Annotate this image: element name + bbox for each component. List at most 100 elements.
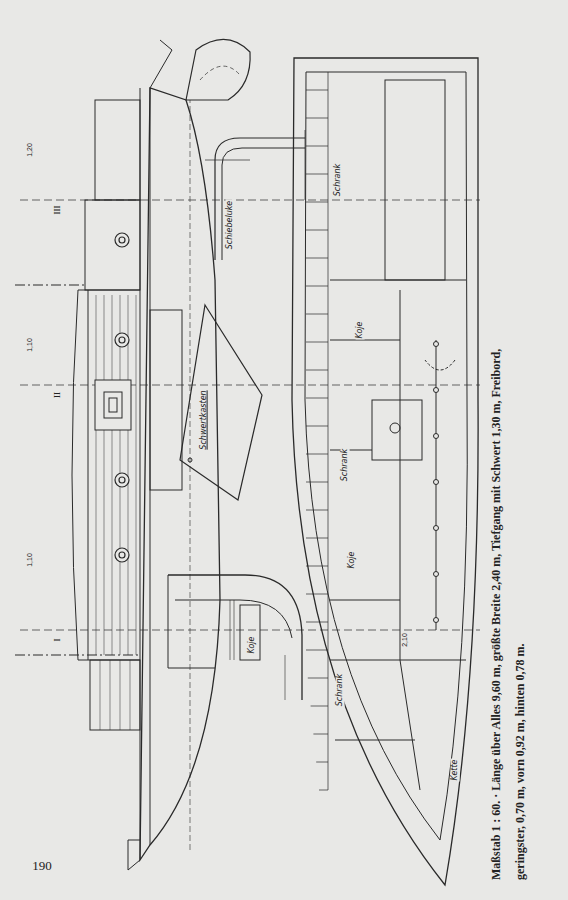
plan-line: [330, 450, 372, 451]
plan-line: [136, 295, 137, 655]
plan-line: [434, 572, 439, 577]
dimension: 1,10: [26, 552, 34, 568]
room-label: Koje: [356, 321, 365, 340]
plan-line: [20, 200, 480, 630]
plan-line: [88, 290, 89, 660]
plan-line: [306, 538, 328, 539]
plan-line: [313, 734, 328, 735]
plan-line: [330, 290, 400, 660]
plan-line: [306, 454, 328, 455]
section-mark: III: [53, 205, 63, 216]
plan-line: [215, 138, 305, 260]
plan-line: [306, 202, 328, 203]
plan-line: [306, 258, 328, 259]
plan-line: [385, 80, 445, 280]
part-label: Schiebeluke: [226, 200, 235, 251]
caption: Maßstab 1 : 60. · Länge über Alles 9,60 …: [484, 320, 532, 880]
plan-line: [306, 370, 328, 371]
plan-line: [175, 600, 292, 638]
plan-line: [425, 360, 455, 370]
plan-line: [119, 337, 125, 343]
plan-line: [95, 100, 140, 200]
plan-line: [15, 285, 85, 286]
plan-line: [434, 342, 439, 347]
plan-line: [306, 426, 328, 427]
plan-line: [306, 650, 328, 651]
plan-line: [305, 72, 467, 840]
plan-line: [328, 72, 329, 790]
plan-line: [306, 90, 328, 790]
plan-line: [96, 295, 97, 655]
plan-line: [20, 385, 480, 386]
plan-line: [110, 660, 111, 730]
plan-line: [119, 237, 125, 243]
plan-line: [180, 305, 262, 500]
plan-line: [306, 594, 328, 595]
room-label: Schrank: [334, 163, 343, 197]
plan-line: [186, 39, 250, 100]
plan-line: [15, 655, 140, 656]
plan-line: [115, 473, 129, 487]
plan-line: [434, 526, 439, 531]
room-label: Koje: [348, 551, 357, 570]
plan-line: [292, 58, 478, 885]
plan-line: [72, 290, 140, 660]
plan-line: [319, 790, 328, 791]
plan-line: [150, 40, 172, 88]
dimension: 2,10: [401, 632, 409, 648]
plan-line: [434, 434, 439, 439]
plan-line: [168, 575, 215, 668]
plan-line: [85, 200, 140, 290]
plan-line: [316, 762, 328, 763]
plan-line: [306, 230, 328, 231]
plan-line: [100, 660, 101, 730]
room-label: Schrank: [336, 673, 345, 707]
plan-line: [128, 840, 140, 870]
plan-line: [306, 174, 328, 175]
plan-line: [109, 398, 117, 412]
plan-line: [95, 380, 131, 430]
plan-line: [104, 392, 122, 418]
plan-line: [434, 342, 439, 623]
plan-line: [306, 510, 328, 511]
plan-line: [285, 655, 286, 700]
plan-line: [372, 400, 422, 460]
room-label: Koje: [248, 636, 257, 655]
plan-line: [96, 295, 136, 655]
plan-line: [200, 66, 240, 80]
plan-line: [306, 118, 328, 119]
plan-line: [140, 88, 220, 860]
plan-line: [306, 286, 328, 287]
plan-line: [234, 600, 235, 660]
plan-line: [112, 295, 113, 655]
drawing: [15, 39, 480, 885]
plan-line: [330, 660, 466, 661]
plan-line: [205, 160, 250, 161]
plan-line: [306, 90, 328, 91]
plan-line: [335, 660, 420, 790]
plan-line: [119, 477, 125, 483]
plan-line: [306, 314, 328, 315]
plan-line: [306, 146, 328, 147]
room-label: Kette: [451, 758, 460, 781]
dimension: 1,10: [26, 337, 34, 353]
section-mark: II: [53, 391, 63, 399]
plan-line: [115, 548, 129, 562]
plan-line: [434, 480, 439, 485]
plan-line: [190, 100, 191, 850]
plan-line: [434, 388, 439, 393]
plan-line: [306, 398, 328, 399]
plan-line: [240, 605, 260, 660]
plan-line: [230, 600, 231, 660]
plan-line: [306, 342, 328, 343]
plan-line: [308, 678, 328, 679]
dimension: 1,20: [26, 142, 34, 158]
page-number: 190: [32, 859, 52, 873]
plan-line: [130, 660, 131, 730]
plan-line: [311, 706, 328, 707]
plan-line: [306, 622, 328, 623]
plan-line: [434, 618, 439, 623]
part-label: Schwertkasten: [200, 389, 209, 450]
section-mark: I: [53, 638, 63, 643]
